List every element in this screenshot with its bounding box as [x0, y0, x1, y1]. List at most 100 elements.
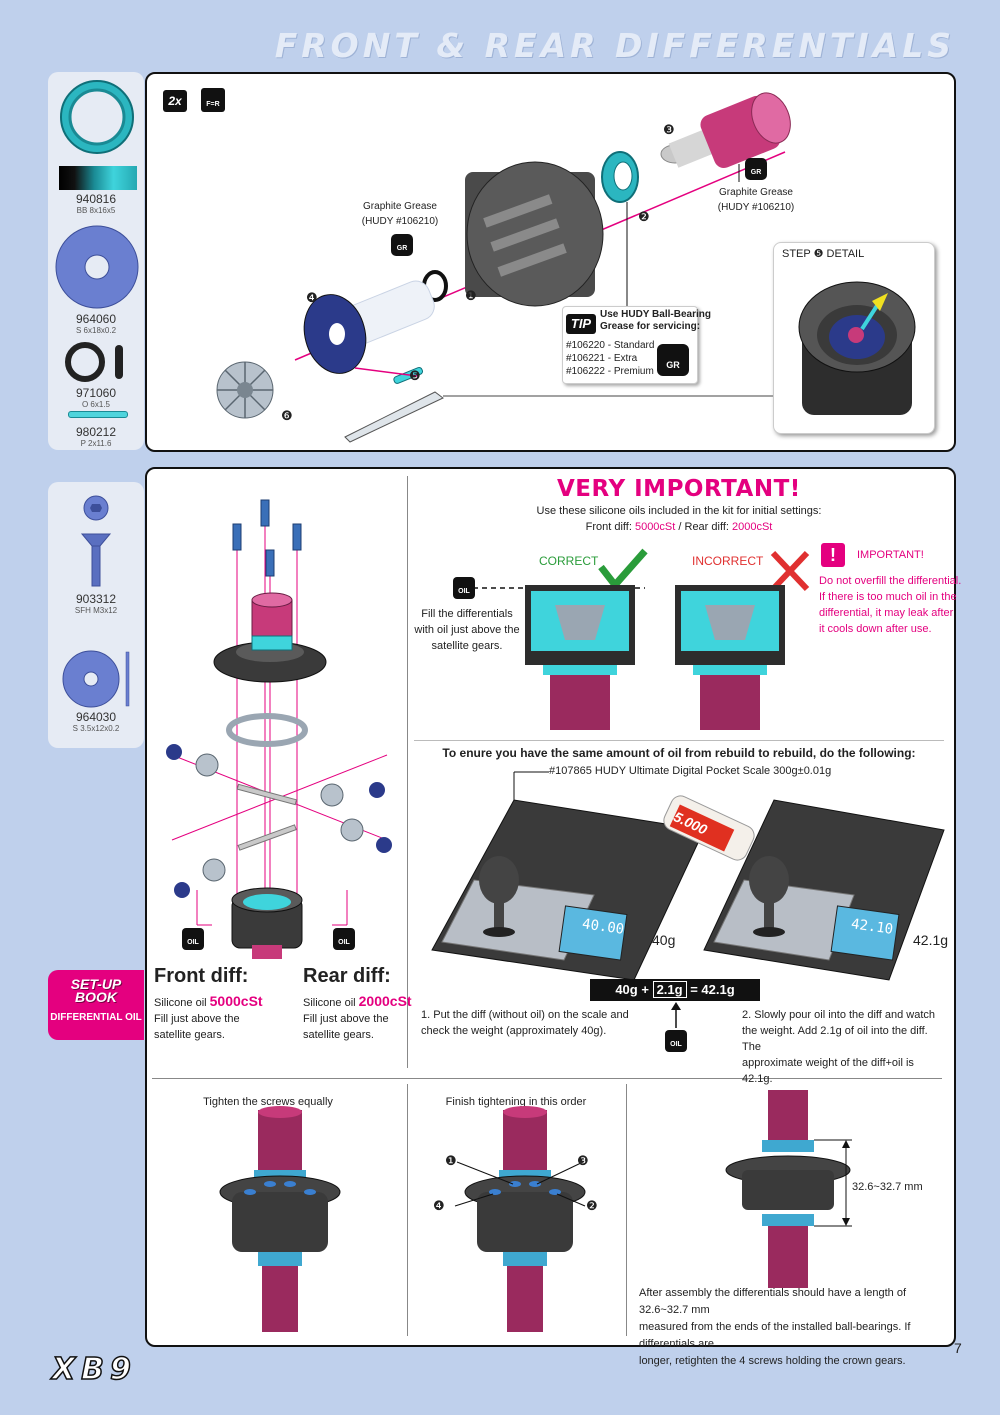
oil-icon-rear: OIL: [333, 928, 355, 950]
fill-note-line2: with oil just above the: [414, 624, 520, 636]
warning-line3: differential, it may leak after: [819, 607, 954, 619]
oil-icon-fill: OIL: [453, 577, 475, 599]
divider-vertical-middle: [407, 476, 408, 1068]
setup-book-label: DIFFERENTIAL OIL: [50, 1012, 142, 1023]
rebuild-heading: To enure you have the same amount of oil…: [442, 746, 916, 760]
length-drawing: [725, 1090, 852, 1288]
divider-vertical-bottom-1: [407, 1084, 408, 1336]
assembly-note-line1: After assembly the differentials should …: [639, 1287, 907, 1316]
xb9-logo: XB9: [51, 1351, 137, 1388]
important-rear-value: 2000cSt: [732, 521, 773, 533]
tip-items: #106220 - Standard #106221 - Extra #1062…: [566, 339, 654, 378]
front-diff-oil-line: Silicone oil 5000cSt: [154, 993, 263, 1011]
order-drawing: [454, 1106, 586, 1332]
important-rear-prefix: Rear diff:: [684, 521, 732, 533]
front-diff-line3: satellite gears.: [154, 1029, 225, 1041]
rear-diff-oil-value: 2000cSt: [358, 993, 412, 1009]
step5-detail-image: [798, 281, 916, 415]
length-value: 32.6~32.7 mm: [852, 1181, 923, 1193]
gr-icon-left: GR: [391, 234, 413, 256]
important-line1: Use these silicone oils included in the …: [536, 505, 822, 517]
warning-icon: !: [821, 543, 845, 567]
front-diff-oil-prefix: Silicone oil: [154, 997, 210, 1009]
setup-book-tab: SET-UP BOOK DIFFERENTIAL OIL: [48, 970, 144, 1040]
tighten-label: Tighten the screws equally: [203, 1096, 333, 1108]
step2-text: 2. Slowly pour oil into the diff and wat…: [742, 1007, 944, 1087]
assembly-note: After assembly the differentials should …: [639, 1285, 947, 1370]
rear-diff-line3: satellite gears.: [303, 1029, 374, 1041]
correct-label: CORRECT: [539, 554, 599, 568]
step2-line2: the weight. Add 2.1g of oil into the dif…: [742, 1025, 928, 1053]
rear-diff-oil-line: Silicone oil 2000cSt: [303, 993, 412, 1011]
formula-arrow: [671, 1002, 681, 1028]
tip-heading-line2: Grease for servicing:: [600, 321, 701, 332]
screw-image: [80, 495, 112, 587]
warning-line2: If there is too much oil in the: [819, 591, 957, 603]
formula-plus: +: [641, 982, 649, 997]
warning-text: Do not overfill the differential. If the…: [819, 573, 961, 637]
tip-item-premium: #106222 - Premium: [566, 366, 654, 377]
tip-heading-line1: Use HUDY Ball-Bearing: [600, 309, 711, 320]
fill-note-line3: satellite gears.: [431, 640, 503, 652]
tip-item-standard: #106220 - Standard: [566, 340, 655, 351]
oil-icon-front-label: OIL: [187, 939, 199, 946]
incorrect-label: INCORRECT: [692, 554, 764, 568]
gr-icon-tip: GR: [657, 344, 689, 376]
tip-badge: TIP: [566, 314, 596, 334]
scale-drawing: [431, 771, 945, 981]
front-diff-line2: Fill just above the: [154, 1013, 240, 1025]
assembly-note-line3: longer, retighten the 4 screws holding t…: [639, 1355, 906, 1367]
step1-text: 1. Put the diff (without oil) on the sca…: [421, 1007, 629, 1039]
step2-line1: 2. Slowly pour oil into the diff and wat…: [742, 1009, 936, 1021]
exploded-diff-drawing: [216, 92, 791, 443]
step5-detail-title: STEP ❺ DETAIL: [782, 248, 865, 260]
warning-title: IMPORTANT!: [857, 549, 924, 561]
pin-image: [68, 411, 128, 418]
front-diff-note: Silicone oil 5000cSt Fill just above the…: [154, 993, 263, 1043]
warning-line1: Do not overfill the differential.: [819, 575, 962, 587]
step-number-6: ❻: [281, 408, 293, 423]
gr-icon-left-label: GR: [396, 245, 408, 252]
important-front-value: 5000cSt: [634, 521, 676, 533]
o-ring-image: [65, 342, 123, 382]
fill-note-line1: Fill the differentials: [421, 608, 513, 620]
step-number-2: ❷: [638, 209, 650, 224]
important-front-prefix: Front diff:: [585, 521, 635, 533]
oil-icon-rear-label: OIL: [338, 939, 350, 946]
gr-icon-right: GR: [745, 158, 767, 180]
divider-vertical-bottom-2: [626, 1084, 627, 1336]
oil-icon-front: OIL: [182, 928, 204, 950]
warning-line4: it cools down after use.: [819, 623, 932, 635]
order-number-4: ❹: [433, 1198, 445, 1213]
order-number-3: ❸: [577, 1153, 589, 1168]
formula-a: 40g: [615, 982, 638, 997]
gr-icon-right-label: GR: [750, 169, 762, 176]
step-number-5: ❺: [409, 368, 421, 383]
gr-icon-tip-label: GR: [666, 360, 680, 370]
oil-icon-fill-label: OIL: [458, 588, 470, 595]
bearing-image: [60, 80, 134, 154]
weight-right: 42.1g: [913, 932, 949, 948]
page-number: 7: [954, 1340, 962, 1356]
grease-right-line1: Graphite Grease: [719, 187, 793, 198]
rear-diff-note: Silicone oil 2000cSt Fill just above the…: [303, 993, 412, 1043]
fill-note: Fill the differentials with oil just abo…: [414, 606, 520, 654]
scale-label: #107865 HUDY Ultimate Digital Pocket Sca…: [549, 765, 832, 777]
oil-level-drawing: [463, 548, 810, 730]
step-number-1: ❶: [465, 288, 477, 303]
important-line2: Front diff: 5000cSt / Rear diff: 2000cSt: [414, 520, 944, 535]
tighten-drawing: [219, 1106, 341, 1332]
front-rear-badge: F=R: [201, 88, 225, 112]
front-diff-oil-value: 5000cSt: [209, 993, 263, 1009]
rear-diff-line2: Fill just above the: [303, 1013, 389, 1025]
grease-left-note: Graphite Grease (HUDY #106210): [356, 199, 444, 229]
rear-diff-oil-prefix: Silicone oil: [303, 997, 359, 1009]
weight-formula: 40g + 2.1g = 42.1g: [590, 979, 760, 1001]
step2-line3: approximate weight of the diff+oil is 42…: [742, 1057, 914, 1085]
quantity-badge: 2x: [163, 90, 187, 112]
grease-left-line2: (HUDY #106210): [361, 216, 439, 227]
